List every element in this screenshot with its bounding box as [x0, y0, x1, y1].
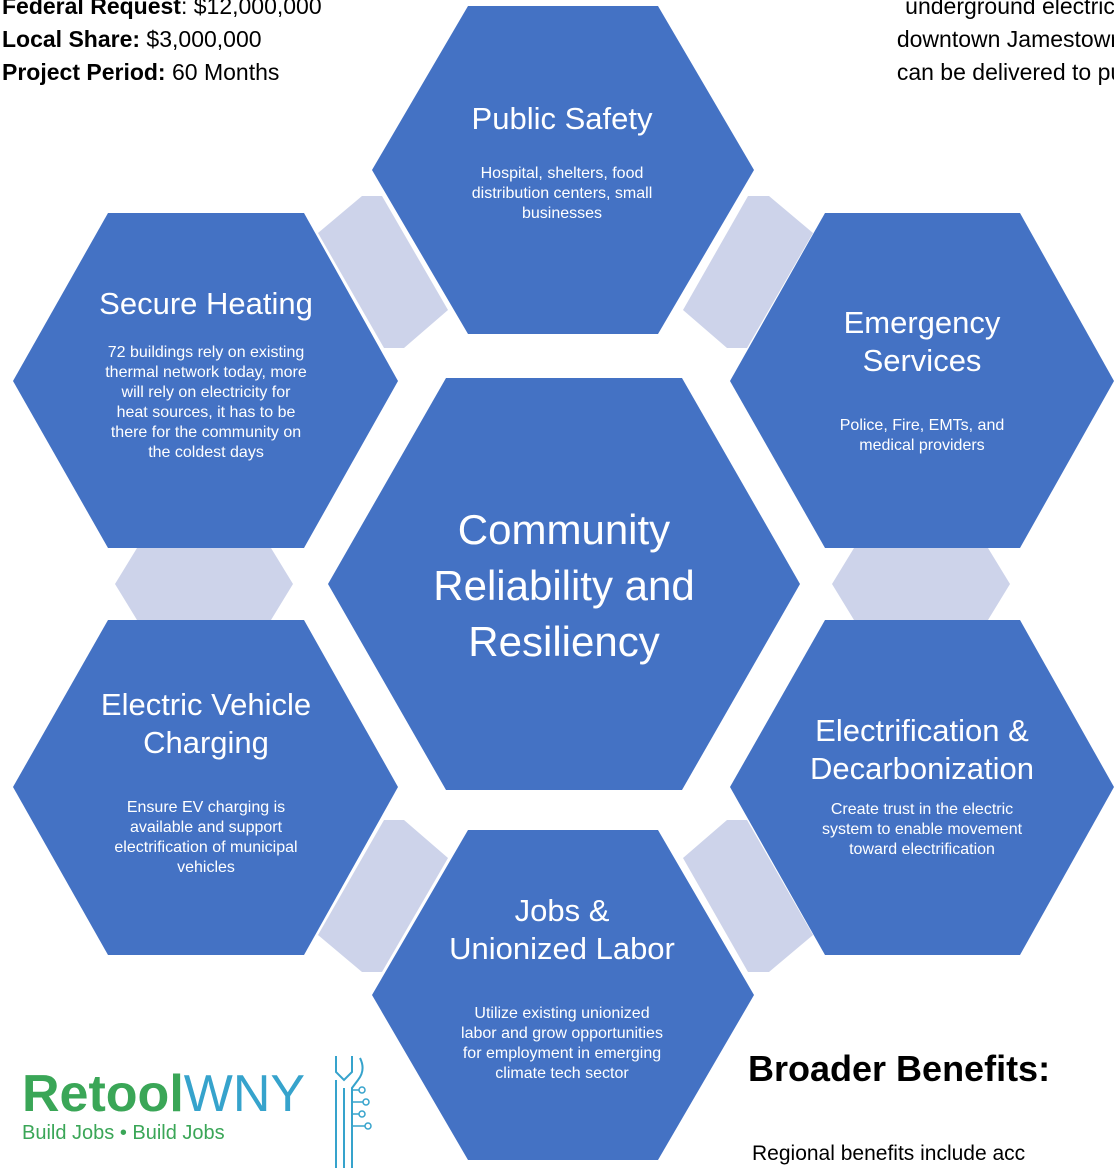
- emergency-services-title: Emergency Services: [772, 304, 1072, 380]
- connector-bottom-right: [683, 820, 813, 972]
- federal-request-value: : $12,000,000: [180, 0, 322, 19]
- jobs-desc-line: climate tech sector: [495, 1065, 629, 1082]
- emergency-services-desc-line: medical providers: [859, 437, 985, 454]
- public-safety-desc-line: businesses: [521, 205, 603, 222]
- public-safety-desc-line: distribution centers, small: [471, 185, 653, 202]
- electrification-title-line: Decarbonization: [809, 751, 1035, 786]
- hexagon-emergency-services: [730, 213, 1114, 548]
- emergency-services-desc: Police, Fire, EMTs, and medical provider…: [772, 416, 1072, 456]
- hexagon-ev-charging: [13, 620, 398, 955]
- ev-charging-title: Electric Vehicle Charging: [56, 686, 356, 762]
- project-period-value: 60 Months: [165, 59, 280, 85]
- hexagon-public-safety: [372, 6, 754, 334]
- ev-charging-desc: Ensure EV charging is available and supp…: [56, 798, 356, 878]
- federal-request-label: Federal Request: [2, 0, 181, 19]
- emergency-services-title-line: Services: [862, 343, 982, 378]
- center-title-line: Reliability and: [433, 562, 695, 609]
- connector-left: [115, 548, 293, 620]
- jobs-title-line: Jobs &: [514, 893, 610, 928]
- secure-heating-desc-line: 72 buildings rely on existing: [107, 344, 305, 361]
- emergency-services-desc-line: Police, Fire, EMTs, and: [839, 417, 1005, 434]
- ev-charging-desc-line: vehicles: [177, 859, 235, 876]
- connector-top-left: [318, 196, 448, 348]
- secure-heating-desc: 72 buildings rely on existing thermal ne…: [56, 343, 356, 463]
- secure-heating-desc-line: the coldest days: [148, 444, 264, 461]
- jobs-title: Jobs & Unionized Labor: [412, 892, 712, 968]
- ev-charging-desc-line: Ensure EV charging is: [126, 799, 286, 816]
- secure-heating-desc-line: heat sources, it has to be: [116, 404, 296, 421]
- connector-top-right: [683, 196, 813, 348]
- top-right-text: underground electric downtown Jamestown …: [800, 0, 1114, 89]
- ev-charging-title-line: Charging: [143, 725, 269, 760]
- public-safety-desc-line: Hospital, shelters, food: [480, 165, 644, 182]
- jobs-desc-line: Utilize existing unionized: [474, 1005, 650, 1022]
- secure-heating-text: Secure Heating 72 buildings rely on exis…: [56, 285, 356, 463]
- public-safety-title: Public Safety: [471, 101, 653, 136]
- center-title: Community Reliability and Resiliency: [384, 502, 744, 670]
- broader-benefits-text: Regional benefits include acc: [752, 1142, 1026, 1165]
- center-title-line: Resiliency: [468, 618, 660, 665]
- logo-wordmark: RetoolWNY: [22, 1066, 305, 1122]
- electrification-desc: Create trust in the electric system to e…: [772, 800, 1072, 860]
- electrification-desc-line: toward electrification: [849, 841, 995, 858]
- connector-bottom-left: [318, 820, 448, 972]
- ev-charging-desc-line: electrification of municipal: [114, 839, 298, 856]
- secure-heating-desc-line: there for the community on: [110, 424, 302, 441]
- emergency-services-title-line: Emergency: [843, 305, 1001, 340]
- jobs-desc: Utilize existing unionized labor and gro…: [412, 1004, 712, 1084]
- secure-heating-title: Secure Heating: [99, 286, 313, 321]
- jobs-title-line: Unionized Labor: [449, 931, 675, 966]
- hexagon-center: [328, 378, 800, 790]
- ev-charging-text: Electric Vehicle Charging Ensure EV char…: [56, 686, 356, 878]
- center-title-line: Community: [457, 506, 671, 553]
- electrification-text: Electrification & Decarbonization Create…: [772, 712, 1072, 860]
- hexagon-electrification: [730, 620, 1114, 955]
- logo-wny: WNY: [183, 1065, 306, 1123]
- public-safety-desc: Hospital, shelters, food distribution ce…: [412, 164, 712, 224]
- jobs-text: Jobs & Unionized Labor Utilize existing …: [412, 892, 712, 1084]
- public-safety-text: Public Safety Hospital, shelters, food d…: [412, 100, 712, 224]
- hexagon-secure-heating: [13, 213, 398, 548]
- project-period-label: Project Period:: [2, 59, 166, 85]
- local-share-label: Local Share:: [2, 26, 141, 52]
- top-right-line-1: underground electric: [905, 0, 1114, 19]
- wrench-circuit-icon: [335, 1056, 372, 1168]
- top-right-line-2: downtown Jamestown: [896, 26, 1114, 52]
- electrification-desc-line: Create trust in the electric: [830, 801, 1014, 818]
- logo-retool: Retool: [22, 1065, 184, 1123]
- broader-benefits-heading: Broader Benefits:: [748, 1048, 1051, 1089]
- ev-charging-desc-line: available and support: [129, 819, 283, 836]
- retool-wny-logo: RetoolWNY Build Jobs • Build Jobs: [22, 1066, 305, 1144]
- emergency-services-text: Emergency Services Police, Fire, EMTs, a…: [772, 304, 1072, 456]
- secure-heating-desc-line: will rely on electricity for: [121, 384, 291, 401]
- jobs-desc-line: for employment in emerging: [462, 1045, 662, 1062]
- connector-right: [832, 548, 1010, 620]
- electrification-desc-line: system to enable movement: [821, 821, 1023, 838]
- top-right-line-3: can be delivered to pu: [896, 59, 1114, 85]
- ev-charging-title-line: Electric Vehicle: [100, 687, 312, 722]
- project-info: Federal Request: $12,000,000 Local Share…: [2, 0, 322, 89]
- electrification-title-line: Electrification &: [815, 713, 1029, 748]
- secure-heating-desc-line: thermal network today, more: [105, 364, 307, 381]
- logo-tagline: Build Jobs • Build Jobs: [22, 1122, 225, 1144]
- electrification-title: Electrification & Decarbonization: [772, 712, 1072, 788]
- local-share-value: $3,000,000: [140, 26, 262, 52]
- jobs-desc-line: labor and grow opportunities: [461, 1025, 663, 1042]
- hexagon-jobs: [372, 830, 754, 1160]
